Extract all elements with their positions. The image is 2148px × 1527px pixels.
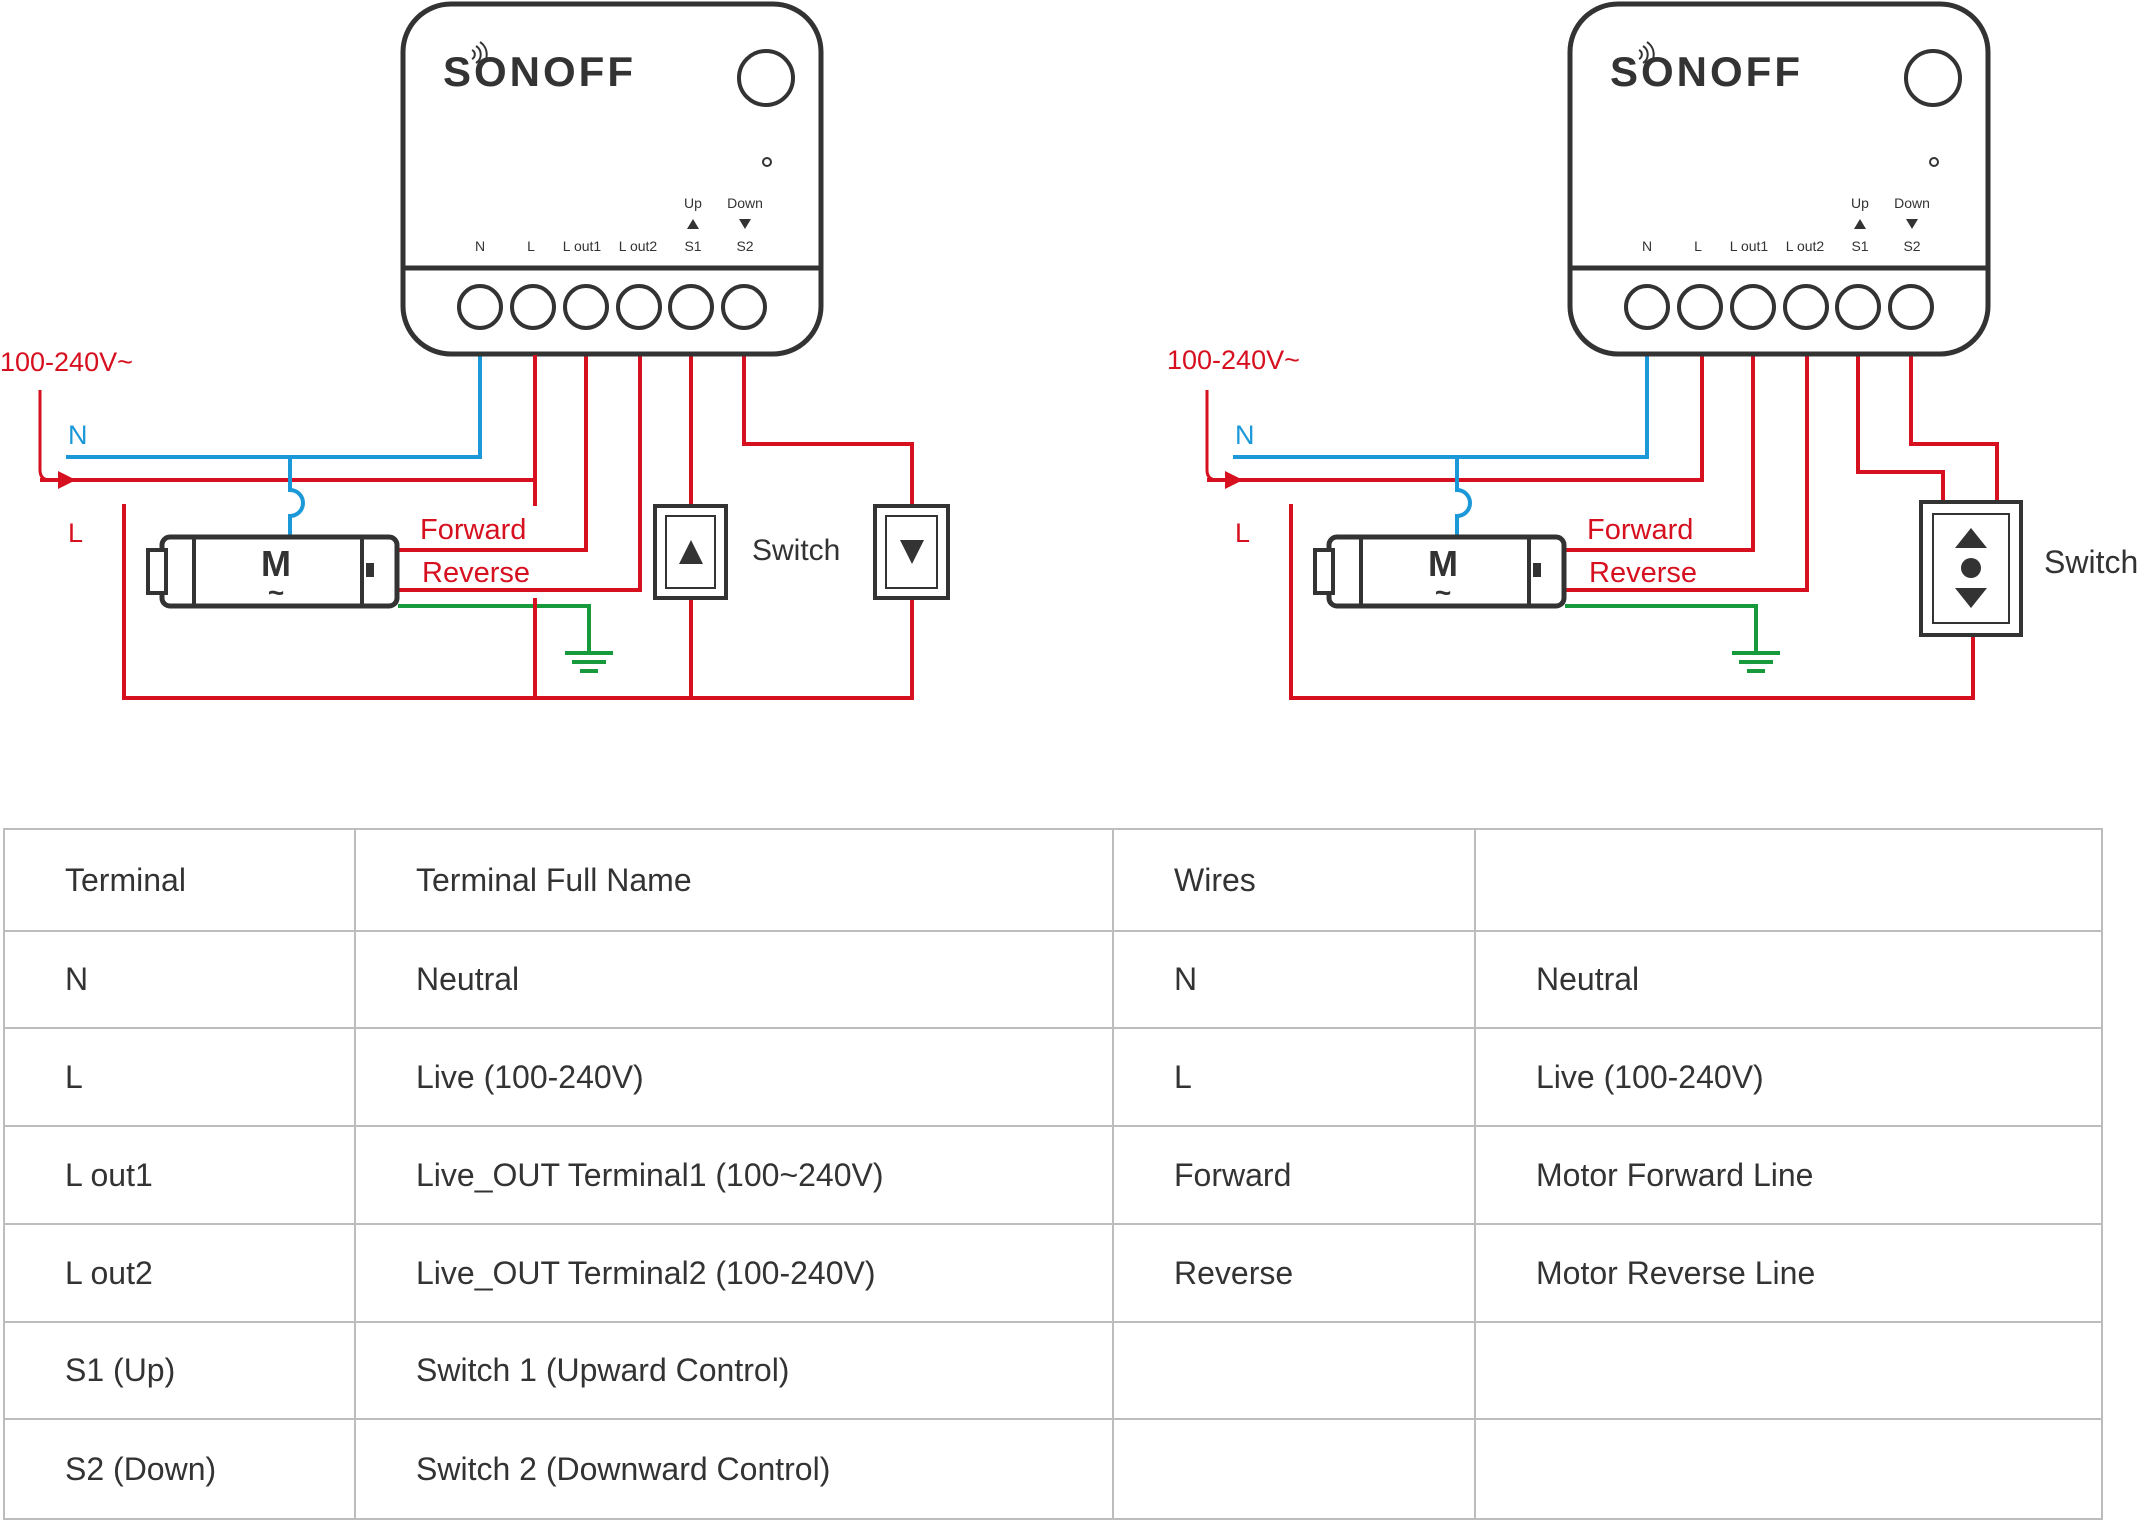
forward-label-right: Forward xyxy=(1587,514,1693,546)
live-label-right: L xyxy=(1235,518,1250,548)
table-cell xyxy=(1112,1321,1476,1420)
terminal-s1-label: S1 xyxy=(684,238,701,254)
switch-label-right: Switch xyxy=(2044,544,2138,580)
up-label-right: Up xyxy=(1851,195,1869,211)
table-cell: L out1 xyxy=(3,1125,356,1225)
table-cell xyxy=(1474,1321,2103,1420)
table-cell: S1 (Up) xyxy=(3,1321,356,1420)
live-label: L xyxy=(68,518,83,548)
table-cell: Live (100-240V) xyxy=(354,1027,1114,1127)
brand-logo: SONOFF xyxy=(443,48,636,95)
terminal-l-label-right: L xyxy=(1694,238,1702,254)
terminal-l-label: L xyxy=(527,238,535,254)
combined-switch xyxy=(1919,500,2023,637)
table-cell: Switch 2 (Downward Control) xyxy=(354,1418,1114,1520)
table-header-cell: Terminal Full Name xyxy=(354,828,1114,932)
table-cell: N xyxy=(1112,930,1476,1029)
table-cell: L xyxy=(3,1027,356,1127)
up-arrow-icon xyxy=(1955,528,1987,548)
terminal-lout2-label-right: L out2 xyxy=(1786,238,1825,254)
forward-label: Forward xyxy=(420,514,526,546)
table-cell: N xyxy=(3,930,356,1029)
table-header-cell xyxy=(1474,828,2103,932)
supply-label: 100-240V~ xyxy=(0,347,133,377)
terminal-s2-label: S2 xyxy=(736,238,753,254)
table-cell: L out2 xyxy=(3,1223,356,1323)
up-label: Up xyxy=(684,195,702,211)
neutral-label-right: N xyxy=(1235,420,1255,450)
table-row: S1 (Up)Switch 1 (Upward Control) xyxy=(3,1321,2103,1420)
stop-dot-icon xyxy=(1961,558,1981,578)
reverse-label-right: Reverse xyxy=(1589,557,1697,589)
motor-right xyxy=(1313,534,1567,609)
table-row: S2 (Down)Switch 2 (Downward Control) xyxy=(3,1418,2103,1520)
table-header-cell: Wires xyxy=(1112,828,1476,932)
table-cell: Motor Forward Line xyxy=(1474,1125,2103,1225)
motor-symbol: M xyxy=(261,543,291,584)
table-cell: Switch 1 (Upward Control) xyxy=(354,1321,1114,1420)
table-cell xyxy=(1112,1418,1476,1520)
brand-logo-right: SONOFF xyxy=(1610,48,1803,95)
table-cell: L xyxy=(1112,1027,1476,1127)
reverse-label: Reverse xyxy=(422,557,530,589)
diagram-right: N L L out1 L out2 S1 S2 Up Down SONOFF 1… xyxy=(1167,1,2138,700)
down-label-right: Down xyxy=(1894,195,1930,211)
table-cell: Live_OUT Terminal1 (100~240V) xyxy=(354,1125,1114,1225)
terminal-lout1-label-right: L out1 xyxy=(1730,238,1769,254)
table-header-cell: Terminal xyxy=(3,828,356,932)
terminal-lout2-label: L out2 xyxy=(619,238,658,254)
table-cell: Neutral xyxy=(1474,930,2103,1029)
terminal-s1-label-right: S1 xyxy=(1851,238,1868,254)
down-arrow-icon xyxy=(1955,588,1987,608)
terminal-n-label-right: N xyxy=(1642,238,1652,254)
motor-symbol-right: M xyxy=(1428,543,1458,584)
table-cell: Reverse xyxy=(1112,1223,1476,1323)
terminal-lout1-label: L out1 xyxy=(563,238,602,254)
sonoff-device-right xyxy=(1567,1,1991,357)
diagram-left: N L L out1 L out2 S1 S2 Up Down SONOFF 1… xyxy=(0,4,950,698)
switch-label: Switch xyxy=(752,534,840,567)
neutral-label: N xyxy=(68,420,88,450)
table-cell: Live_OUT Terminal2 (100-240V) xyxy=(354,1223,1114,1323)
supply-label-right: 100-240V~ xyxy=(1167,345,1300,375)
motor-ac-symbol: ~ xyxy=(268,577,284,608)
table-cell: Neutral xyxy=(354,930,1114,1029)
terminal-s2-label-right: S2 xyxy=(1903,238,1920,254)
terminal-n-label: N xyxy=(475,238,485,254)
wiring-diagram: N L L out1 L out2 S1 S2 Up Down SONOFF 1… xyxy=(0,1,2138,800)
table-cell: Forward xyxy=(1112,1125,1476,1225)
down-label: Down xyxy=(727,195,763,211)
table-cell: Motor Reverse Line xyxy=(1474,1223,2103,1323)
motor-ac-symbol-right: ~ xyxy=(1435,577,1451,608)
table-cell: Live (100-240V) xyxy=(1474,1027,2103,1127)
table-cell: S2 (Down) xyxy=(3,1418,356,1520)
table-cell xyxy=(1474,1418,2103,1520)
